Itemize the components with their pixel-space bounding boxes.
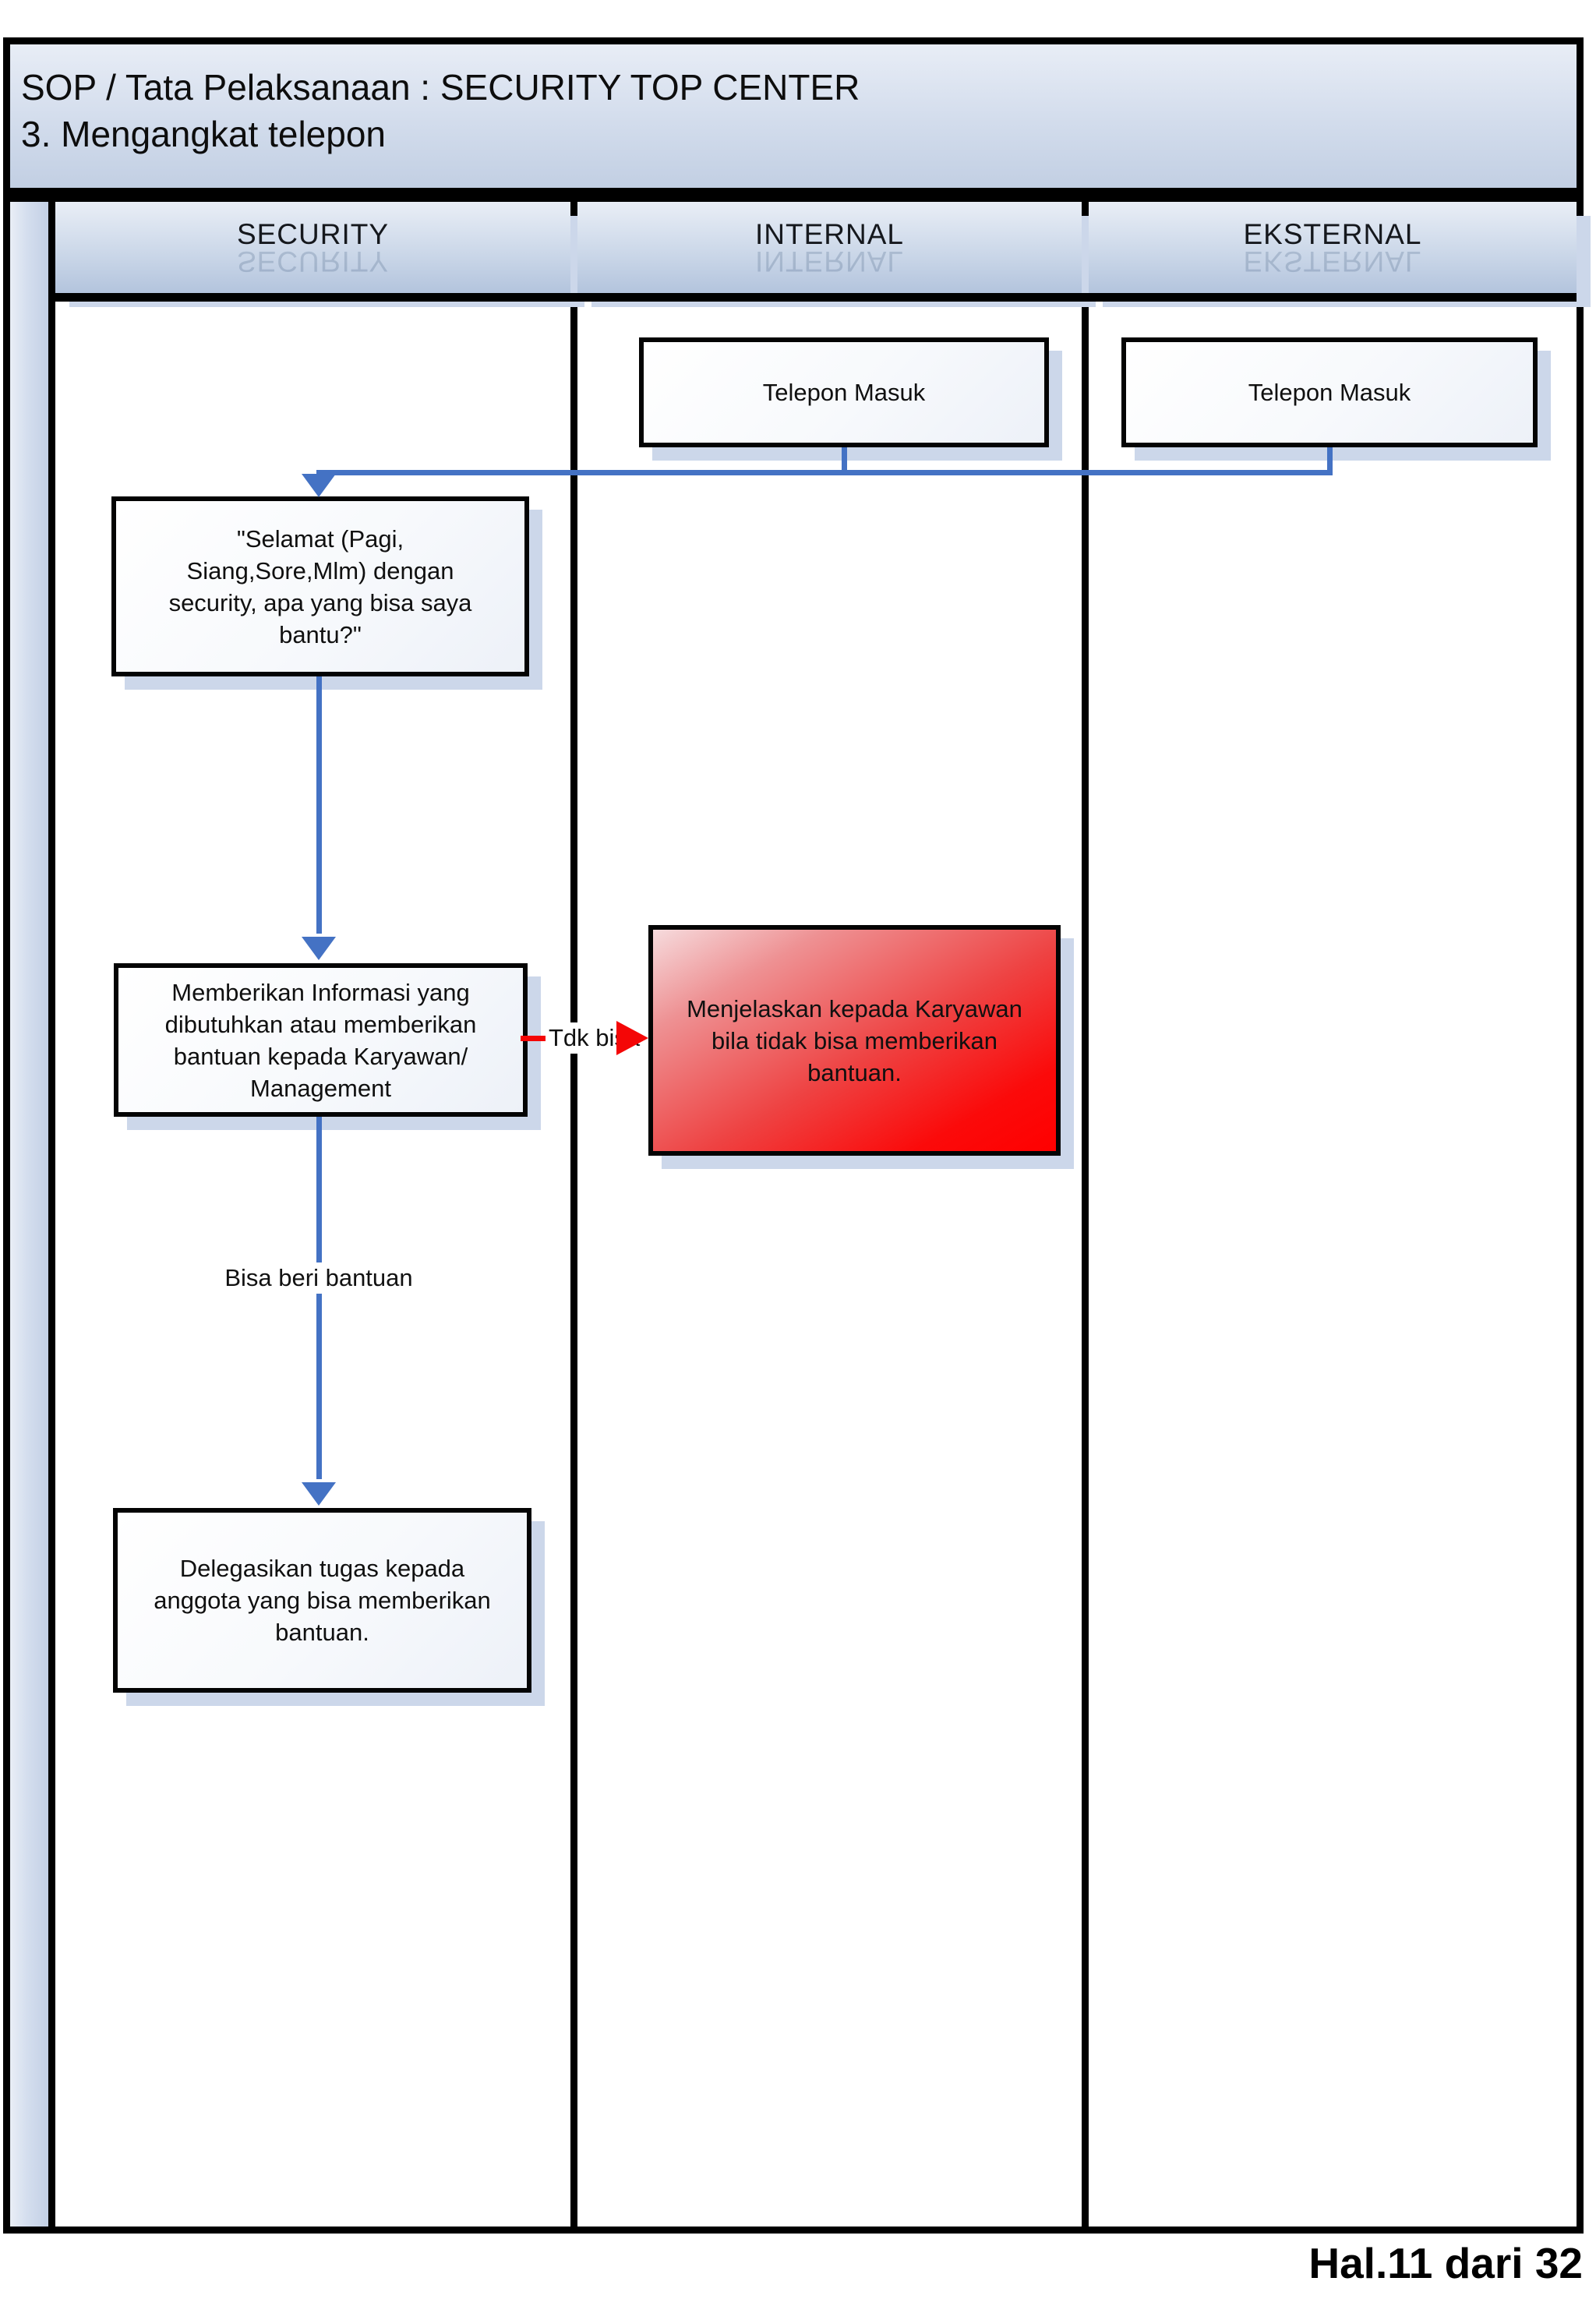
page-title-line1: SOP / Tata Pelaksanaan : SECURITY TOP CE…	[21, 67, 860, 108]
divider-internal-eksternal	[1082, 202, 1089, 2227]
lane-header-internal: INTERNAL INTERNAL	[577, 202, 1082, 293]
arrow-right-red-icon	[616, 1021, 648, 1055]
node-telepon-masuk-eksternal: Telepon Masuk	[1121, 337, 1538, 447]
connector-memberikan-down-upper	[316, 1117, 322, 1262]
node-menjelaskan-alert: Menjelaskan kepada Karyawan bila tidak b…	[648, 925, 1061, 1156]
node-text: Memberikan Informasi yang dibutuhkan ata…	[164, 978, 477, 1102]
connector-merge-horizontal	[316, 470, 1331, 475]
lane-header-reflection: INTERNAL	[755, 245, 904, 277]
node-greeting: "Selamat (Pagi, Siang,Sore,Mlm) dengan s…	[111, 496, 529, 676]
connector-tdk-bisa-dash	[521, 1036, 547, 1041]
node-text: "Selamat (Pagi, Siang,Sore,Mlm) dengan s…	[168, 524, 472, 648]
connector-memberikan-down-lower	[316, 1294, 322, 1479]
swimlane-table: SECURITY SECURITY INTERNAL INTERNAL EKST…	[3, 195, 1584, 2234]
lane-header-reflection: SECURITY	[236, 245, 390, 277]
connector-internal-drop	[842, 447, 847, 475]
left-margin-strip	[10, 202, 48, 2227]
node-memberikan-informasi: Memberikan Informasi yang dibutuhkan ata…	[114, 963, 528, 1117]
arrow-down-icon	[302, 937, 336, 960]
node-text: Menjelaskan kepada Karyawan bila tidak b…	[687, 994, 1022, 1086]
arrow-down-icon	[302, 474, 336, 497]
lane-header-security: SECURITY SECURITY	[55, 202, 570, 293]
node-text: Telepon Masuk	[1248, 379, 1411, 406]
node-telepon-masuk-internal: Telepon Masuk	[639, 337, 1049, 447]
page-number: Hal.11 dari 32	[1308, 2239, 1583, 2287]
node-text: Telepon Masuk	[762, 379, 926, 406]
divider-strip-security	[48, 202, 55, 2227]
header-bottom-border	[48, 293, 1577, 302]
edge-label-bisa-beri-bantuan: Bisa beri bantuan	[214, 1262, 423, 1294]
page-title-line2: 3. Mengangkat telepon	[21, 114, 387, 154]
lane-header-label: SECURITY	[236, 217, 390, 250]
lane-header-label: INTERNAL	[755, 217, 904, 250]
lane-header-label: EKSTERNAL	[1243, 217, 1422, 250]
node-text: Delegasikan tugas kepada anggota yang bi…	[154, 1555, 491, 1646]
arrow-down-icon	[302, 1482, 336, 1506]
page-title: SOP / Tata Pelaksanaan : SECURITY TOP CE…	[3, 37, 1584, 195]
connector-eksternal-drop	[1327, 447, 1333, 475]
lane-header-eksternal: EKSTERNAL EKSTERNAL	[1089, 202, 1577, 293]
lane-header-reflection: EKSTERNAL	[1243, 245, 1422, 277]
node-delegasikan: Delegasikan tugas kepada anggota yang bi…	[113, 1508, 531, 1693]
divider-security-internal	[570, 202, 577, 2227]
connector-greeting-to-memberikan	[316, 676, 322, 934]
